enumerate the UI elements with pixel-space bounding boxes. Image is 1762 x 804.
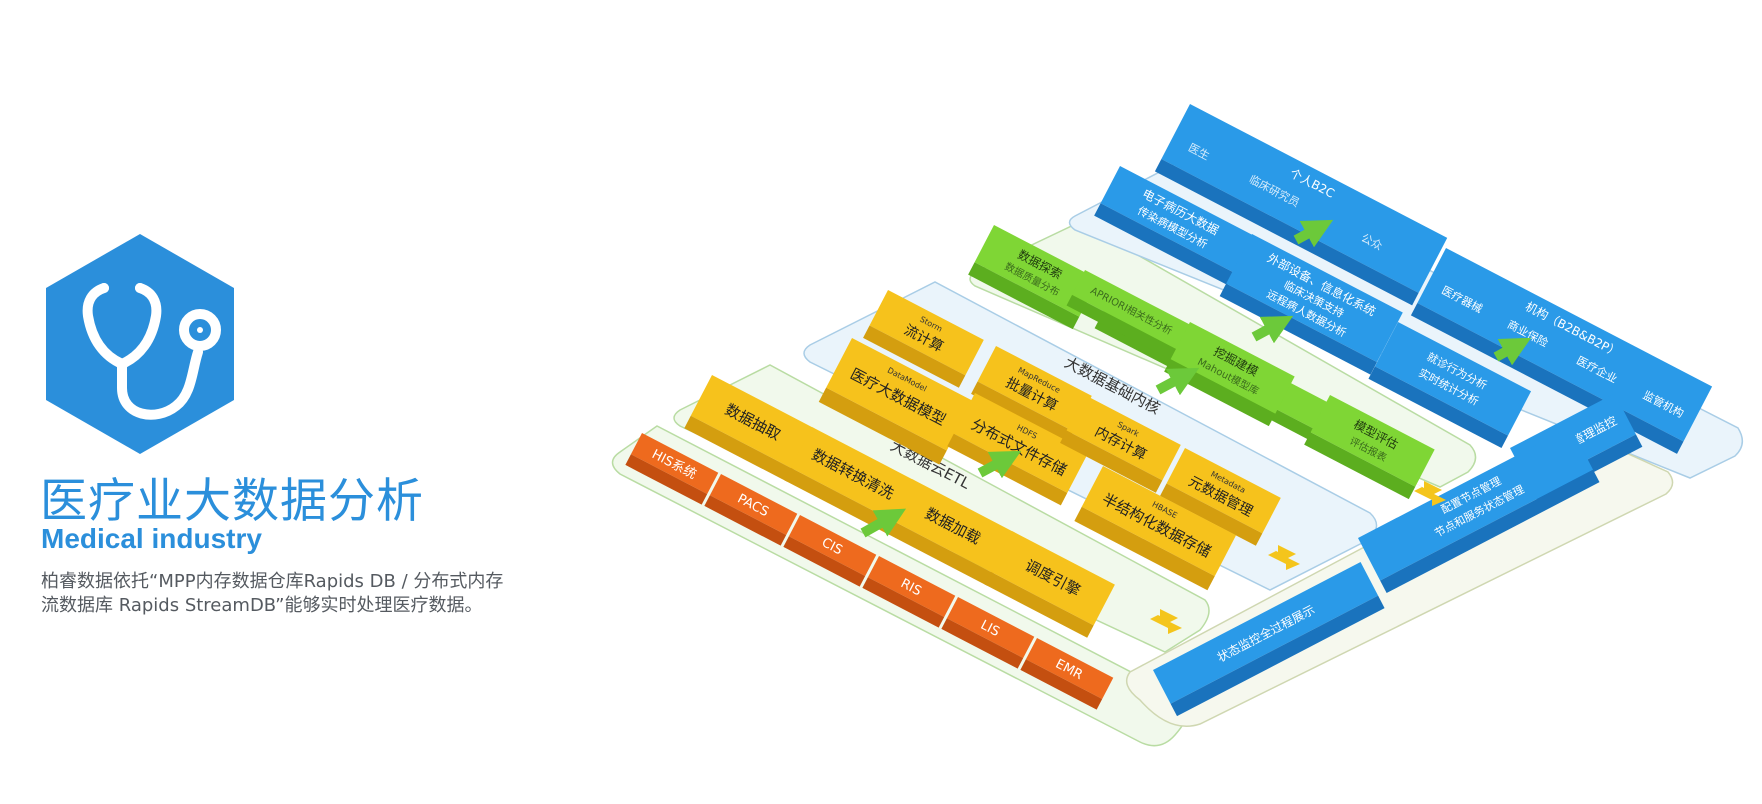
mining-explore-block: 数据探索 数据质量分布	[968, 225, 1099, 330]
page-description: 柏睿数据依托“MPP内存数据仓库Rapids DB / 分布式内存 流数据库 R…	[41, 570, 601, 618]
mining-evaluation-block: 模型评估 评估报表	[1304, 395, 1435, 500]
mining-layer: 数据探索 数据质量分布 医疗大数据分析挖掘 APRIORI相关性分析 挖掘建模 …	[968, 225, 1435, 500]
flow-arrow-mining-app-1	[1251, 315, 1294, 344]
source-systems-layer: HIS系统 PACS CIS RIS LIS EMR	[625, 433, 1114, 710]
hex-badge	[42, 230, 238, 458]
source-block-lis: LIS	[941, 597, 1035, 669]
double-arrow-etl-monitor	[1146, 609, 1182, 634]
page-subtitle: Medical industry	[41, 523, 262, 554]
mining-apriori-block: APRIORI相关性分析	[1066, 270, 1192, 361]
flow-arrows	[860, 219, 1532, 634]
description-line-2: 流数据库 Rapids StreamDB”能够实时处理医疗数据。	[41, 595, 483, 616]
flow-arrow-etl-core	[977, 450, 1022, 479]
application-layer: 个人B2C 医生 临床研究员 公众 电子病历大数据 传染病模型分析 外部设备、信…	[1094, 104, 1713, 454]
monitoring-layer: 系统运行管理监控 配置节点管理 节点和服务状态管理 状态监控全过程展示	[1153, 393, 1643, 717]
etl-step-transform: 数据转换清洗	[784, 427, 915, 534]
source-block-emr: EMR	[1020, 638, 1114, 710]
etl-step-load: 数据加载	[884, 479, 1015, 586]
core-module-mapreduce: MapReduce 批量计算	[971, 346, 1092, 444]
flow-arrow-mining-app-2	[1293, 219, 1334, 248]
monitor-status-bar: 状态监控全过程展示	[1153, 561, 1385, 717]
source-block-ris: RIS	[862, 556, 956, 628]
flow-arrow-core-mining	[1155, 367, 1200, 396]
stethoscope-icon	[82, 283, 221, 420]
source-block-his: HIS系统	[625, 433, 719, 505]
source-block-pacs: PACS	[704, 474, 798, 546]
source-block-cis: CIS	[783, 515, 877, 587]
etl-step-scheduler: 调度引擎	[984, 531, 1115, 638]
description-line-1: 柏睿数据依托“MPP内存数据仓库Rapids DB / 分布式内存	[41, 571, 504, 592]
core-module-storm: Storm 流计算	[863, 290, 984, 388]
page-title: 医疗业大数据分析	[40, 474, 424, 529]
double-arrow-core-monitor	[1263, 544, 1300, 570]
etl-step-extract: 数据抽取	[684, 375, 815, 482]
core-module-datamodel: DataModel 医疗大数据模型	[818, 338, 973, 465]
app-emr-block: 电子病历大数据 传染病模型分析	[1094, 166, 1254, 285]
flow-arrow-source-etl	[860, 508, 907, 538]
core-module-spark: Spark 内存计算	[1060, 395, 1181, 493]
monitor-node-bar: 配置节点管理 节点和服务状态管理	[1358, 427, 1600, 593]
flow-arrow-mining-app-3	[1493, 337, 1532, 366]
app-b2c-block: 个人B2C 医生 临床研究员 公众	[1154, 104, 1448, 306]
core-module-metadata: Metadata 元数据管理	[1160, 448, 1281, 546]
double-arrow-mining-monitor	[1410, 480, 1446, 506]
etl-layer: 数据抽取 数据转换清洗 数据加载 调度引擎 大数据云ETL	[684, 375, 1115, 638]
core-module-hbase: HBASE 半结构化数据存储	[1074, 465, 1237, 591]
